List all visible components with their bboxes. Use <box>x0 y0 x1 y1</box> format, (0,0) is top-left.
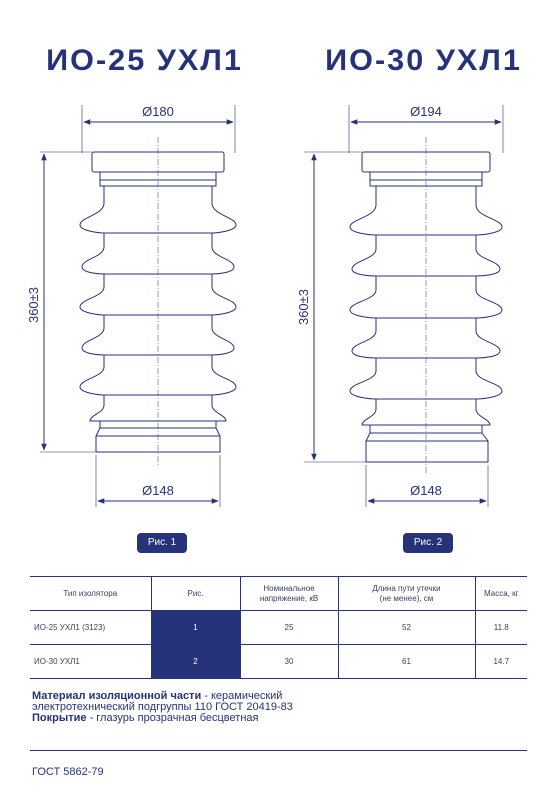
coating-label: Покрытие <box>32 712 87 724</box>
cell-mass: 11.8 <box>474 610 527 645</box>
cell-type: ИО-25 УХЛ1 (3123) <box>30 610 151 645</box>
cell-fig: 1 <box>150 610 240 645</box>
footer-divider <box>30 750 527 751</box>
figure-1-button[interactable]: Рис. 1 <box>137 533 187 553</box>
height-left: 360±3 <box>26 287 41 323</box>
cell-fig: 2 <box>150 644 240 679</box>
bottom-diameter-right: Ø148 <box>410 483 442 498</box>
header-fig: Рис. <box>150 576 240 611</box>
cell-mass: 14.7 <box>474 644 527 679</box>
material-line2: электротехнический подгруппы 110 ГОСТ 20… <box>32 701 293 713</box>
coating-text: - глазурь прозрачная бесцветная <box>86 712 259 724</box>
title-io-30: ИО-30 УХЛ1 <box>325 44 522 77</box>
insulator-left <box>40 105 237 507</box>
header-creepage: Длина пути утечки(не менее), см <box>337 576 475 611</box>
header-mass: Масса, кг <box>474 576 527 611</box>
top-diameter-right: Ø194 <box>410 104 442 119</box>
material-description: Материал изоляционной части - керамическ… <box>32 691 293 724</box>
insulator-drawings: Ø180 Ø148 360±3 Ø194 Ø148 360±3 <box>26 104 504 507</box>
table-row: ИО-30 УХЛ1 2 30 61 14.7 <box>30 644 527 679</box>
cell-creepage: 52 <box>337 610 475 645</box>
cell-voltage: 30 <box>239 644 338 679</box>
table-row: ИО-25 УХЛ1 (3123) 1 25 52 11.8 <box>30 610 527 645</box>
figure-2-button[interactable]: Рис. 2 <box>403 533 453 553</box>
insulator-right <box>304 105 504 507</box>
material-label: Материал изоляционной части <box>32 690 202 702</box>
cell-type: ИО-30 УХЛ1 <box>30 644 151 679</box>
material-text: - керамический <box>201 690 283 702</box>
bottom-diameter-left: Ø148 <box>142 483 174 498</box>
height-right: 360±3 <box>296 289 311 325</box>
title-io-25: ИО-25 УХЛ1 <box>46 44 243 77</box>
cell-voltage: 25 <box>239 610 338 645</box>
header-type: Тип изолятора <box>30 576 151 611</box>
top-diameter-left: Ø180 <box>142 104 174 119</box>
cell-creepage: 61 <box>337 644 475 679</box>
footer-standard: ГОСТ 5862-79 <box>32 766 104 778</box>
